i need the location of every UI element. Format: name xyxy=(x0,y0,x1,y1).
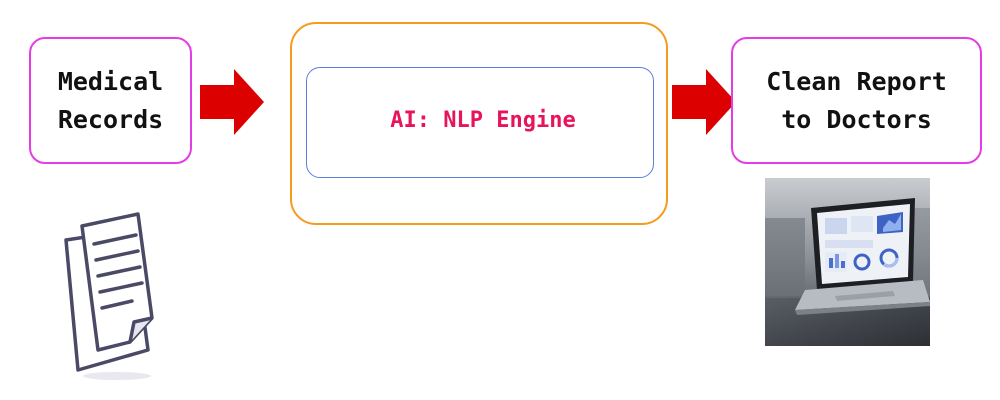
right-arrow-icon xyxy=(200,69,264,135)
nlp-engine-box: AI: NLP Engine xyxy=(306,67,654,178)
medical-records-box: Medical Records xyxy=(29,37,192,164)
right-arrow-icon xyxy=(672,69,736,135)
clean-report-box: Clean Report to Doctors xyxy=(731,37,982,164)
nlp-engine-label: AI: NLP Engine xyxy=(390,108,576,133)
clean-report-label: Clean Report to Doctors xyxy=(766,67,947,134)
document-stack-icon xyxy=(64,212,154,380)
medical-records-label: Medical Records xyxy=(57,67,164,134)
laptop-dashboard-photo xyxy=(765,178,930,346)
